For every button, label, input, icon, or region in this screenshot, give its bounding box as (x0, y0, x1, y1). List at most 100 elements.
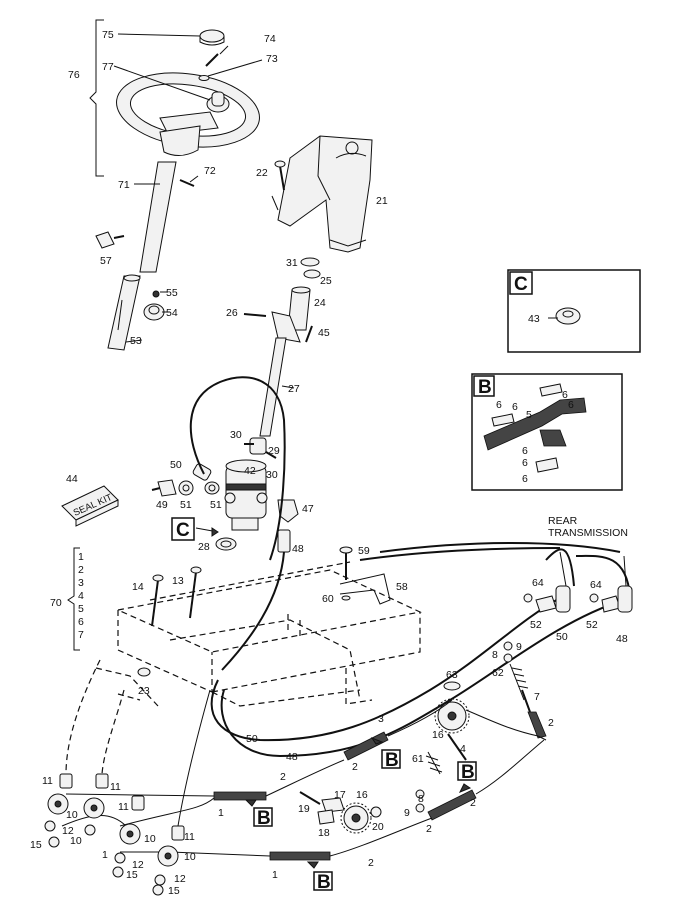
part-label: 5 (78, 603, 84, 615)
spindle-units (44, 659, 211, 896)
detail-b-letter: B (478, 377, 492, 398)
part-label: 2 (352, 761, 358, 773)
part-label: 57 (100, 255, 112, 267)
part-label: 27 (288, 383, 300, 395)
part-label: 63 (446, 669, 458, 681)
bearing (300, 257, 320, 267)
callout-b-4: B (317, 872, 331, 893)
column-bracket-assembly (243, 135, 373, 459)
part-label: 48 (616, 633, 628, 645)
steering-wheel-assembly (89, 19, 263, 351)
seal-kit: SEAL KIT (61, 485, 119, 527)
part-label: 73 (266, 53, 278, 65)
part-label: 4 (78, 590, 84, 602)
callout-boxes: C B B B B (171, 517, 477, 893)
part-label: 74 (264, 33, 276, 45)
part-label: 1 (218, 807, 224, 819)
part-label: 16 (356, 789, 368, 801)
part-label: 9 (404, 807, 410, 819)
part-label: 20 (372, 821, 384, 833)
part-label: 3 (78, 577, 84, 589)
center-cap (199, 29, 225, 43)
part-label: 2 (426, 823, 432, 835)
part-label: 17 (334, 789, 346, 801)
part-label: 30 (230, 429, 242, 441)
part-label: 10 (184, 851, 196, 863)
part-label: 30 (266, 469, 278, 481)
part-label: 45 (318, 327, 330, 339)
part-label: 11 (42, 775, 53, 787)
part-label: 9 (516, 641, 522, 653)
part-label: 6 (522, 473, 528, 485)
part-label: 70 (50, 597, 62, 609)
part-label: 59 (358, 545, 370, 557)
detail-box-b: B (471, 373, 623, 491)
part-label: 60 (322, 593, 334, 605)
part-number-labels: 75 74 73 76 77 72 71 22 21 57 31 25 55 5… (30, 29, 628, 897)
part-label: 12 (174, 873, 186, 885)
detail-c-letter: C (514, 274, 528, 295)
part-label: 62 (492, 667, 504, 679)
part-label: 28 (198, 541, 210, 553)
part-label: 61 (412, 753, 424, 765)
part-label: 48 (292, 543, 304, 555)
part-label: 2 (548, 717, 554, 729)
part-label: 10 (66, 809, 78, 821)
part-label: 71 (118, 179, 130, 191)
part-label: 53 (130, 335, 142, 347)
part-label: 50 (170, 459, 182, 471)
detail-box-c: C (507, 269, 641, 353)
part-label: 22 (256, 167, 268, 179)
part-label: 44 (66, 473, 78, 485)
part-label: 11 (110, 781, 121, 793)
part-label: 1 (102, 849, 108, 861)
rear-transmission-line2: TRANSMISSION (548, 527, 628, 539)
part-label: 2 (280, 771, 286, 783)
part-label: 6 (568, 399, 574, 411)
part-label: 47 (302, 503, 314, 515)
part-label: 2 (78, 564, 84, 576)
callout-c-main: C (176, 520, 190, 541)
part-label: 21 (376, 195, 388, 207)
part-label: 13 (172, 575, 184, 587)
part-label: 6 (496, 399, 502, 411)
part-label: 6 (522, 457, 528, 469)
part-label: 12 (132, 859, 144, 871)
part-label: 29 (268, 445, 280, 457)
part-label: 52 (586, 619, 598, 631)
steering-linkage-lower (61, 681, 547, 861)
part-label: 49 (156, 499, 168, 511)
hose-clamp-bracket (339, 546, 391, 605)
part-label: 11 (118, 801, 129, 813)
part-label: 8 (492, 649, 498, 661)
part-label: 8 (418, 793, 424, 805)
part-label: 2 (470, 797, 476, 809)
dash-panel (277, 135, 373, 253)
part-label: 64 (532, 577, 544, 589)
part-label: 6 (512, 401, 518, 413)
part-label: 15 (30, 839, 42, 851)
part-label: 4 (460, 743, 466, 755)
rear-fittings (523, 551, 633, 613)
part-label: 6 (78, 616, 84, 628)
callout-b-1: B (385, 750, 399, 771)
part-label: 48 (286, 751, 298, 763)
callout-b-2: B (461, 762, 475, 783)
part-label: 11 (184, 831, 195, 843)
part-label: 64 (590, 579, 602, 591)
part-label: 19 (298, 803, 310, 815)
part-label: 58 (396, 581, 408, 593)
part-label: 54 (166, 307, 178, 319)
part-label: 12 (62, 825, 74, 837)
part-label: 15 (168, 885, 180, 897)
part-label: 2 (368, 857, 374, 869)
part-label: 1 (272, 869, 278, 881)
part-label: 26 (226, 307, 238, 319)
part-label: 6 (522, 445, 528, 457)
part-label: 43 (528, 313, 540, 325)
part-label: 50 (246, 733, 258, 745)
part-label: 25 (320, 275, 332, 287)
drag-link-assembly (503, 641, 547, 739)
part-label: 51 (210, 499, 222, 511)
